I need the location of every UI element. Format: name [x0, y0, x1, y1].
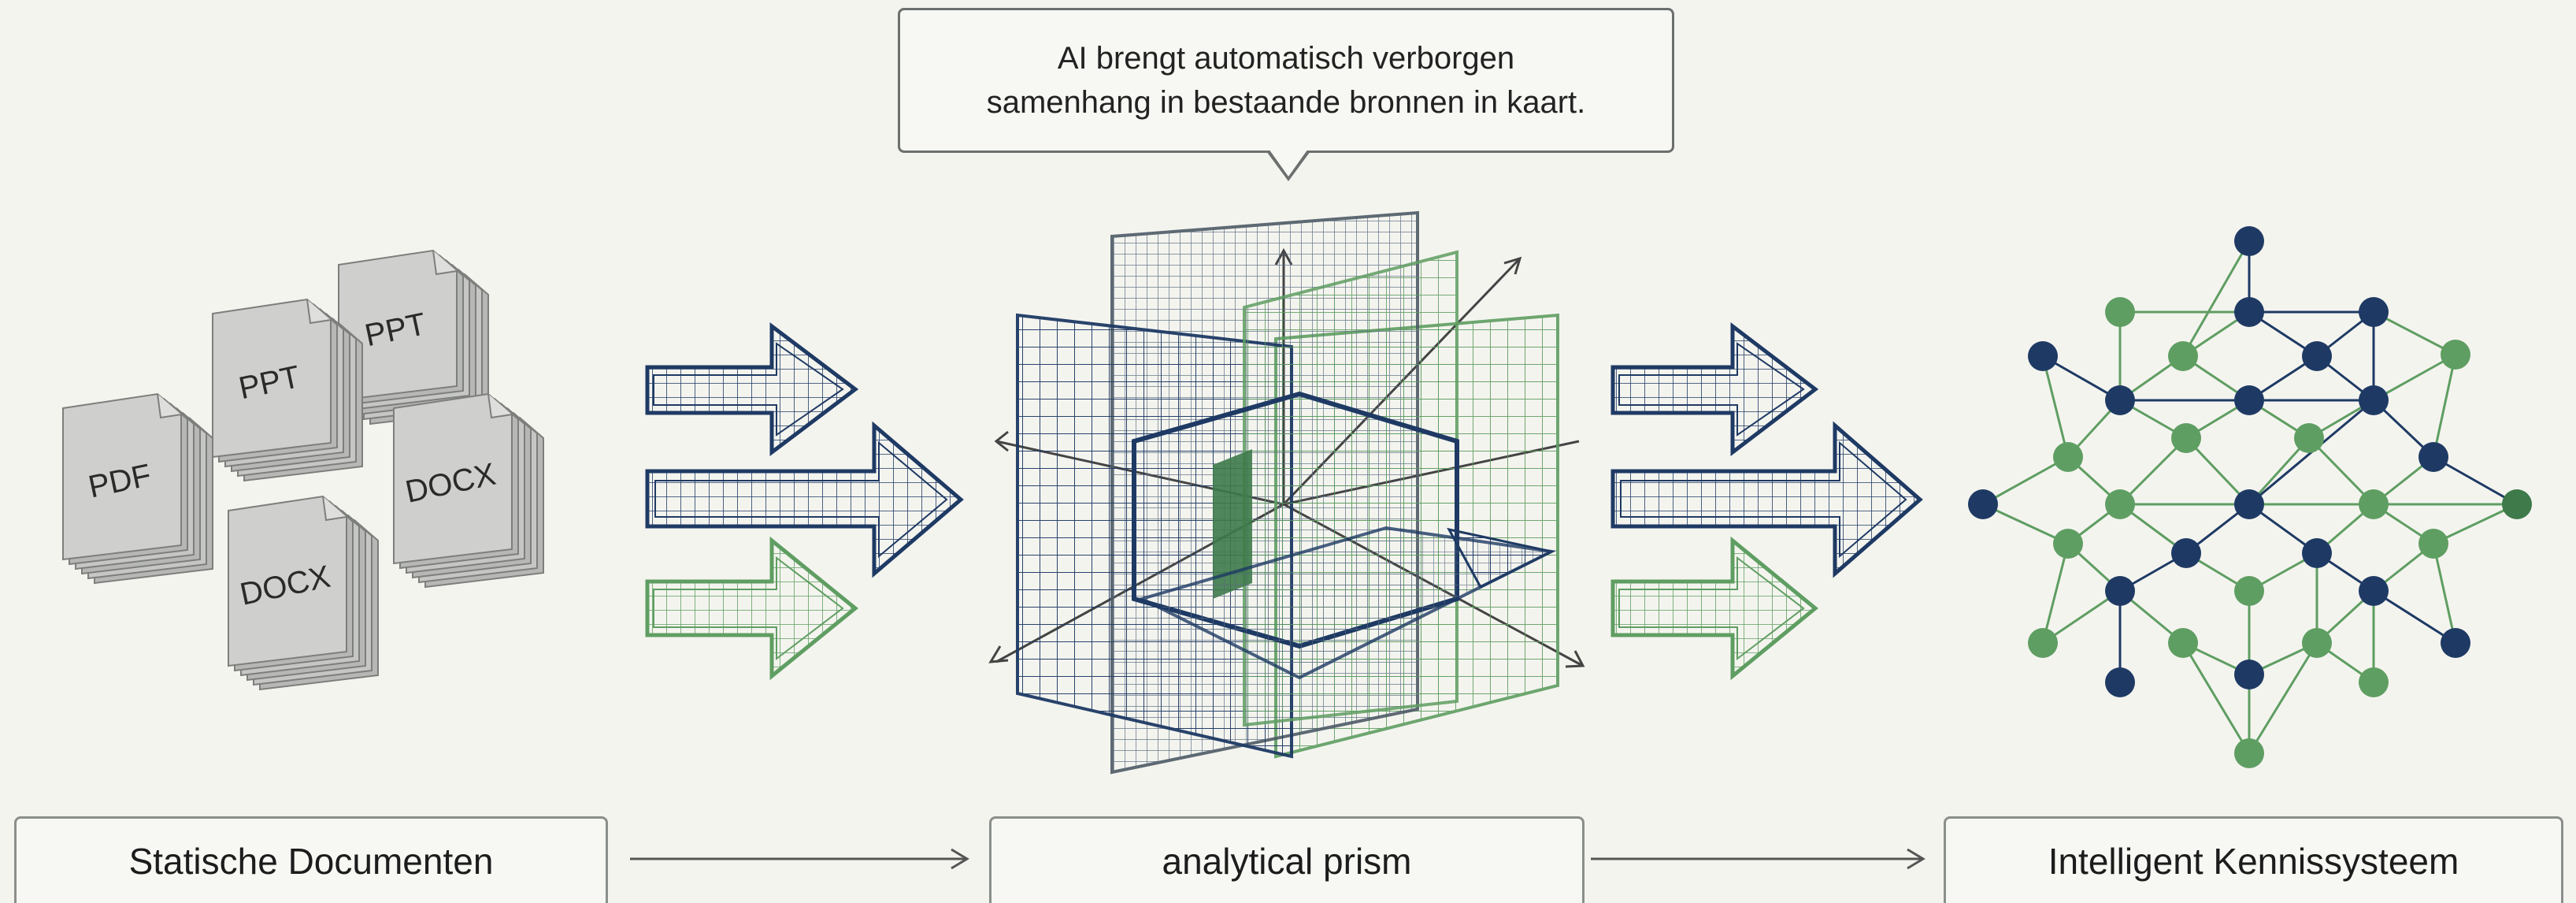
network-node	[2418, 529, 2448, 559]
network-node	[2105, 667, 2135, 697]
network-node	[2168, 628, 2198, 658]
document-fold-icon	[157, 393, 182, 419]
stage-flow-arrows	[630, 848, 1926, 870]
network-edge	[2181, 240, 2251, 357]
network-node	[2302, 628, 2332, 658]
network-edge	[2432, 543, 2457, 644]
network-node	[2171, 538, 2201, 568]
network-edge	[2181, 642, 2251, 754]
input-arrows	[645, 321, 964, 681]
network-node	[2359, 385, 2389, 415]
network-edge	[2041, 355, 2070, 458]
network-node	[2028, 341, 2058, 371]
document-fold-icon	[432, 250, 458, 276]
output-arrow-bottom-icon	[1610, 536, 1818, 681]
network-node	[2359, 297, 2389, 327]
network-node	[2302, 341, 2332, 371]
network-node	[2441, 340, 2470, 370]
stage-label-documents-text: Statische Documenten	[128, 840, 494, 882]
input-arrow-bottom-icon	[645, 536, 858, 681]
network-node	[2168, 341, 2198, 371]
callout-line-2: samenhang in bestaande bronnen in kaart.	[986, 85, 1586, 120]
flow-arrow-2-icon	[1591, 848, 1926, 870]
network-node	[1968, 489, 1998, 519]
output-arrow-middle-icon	[1610, 421, 1923, 578]
network-node	[2234, 226, 2264, 256]
network-node	[2359, 576, 2389, 606]
ai-callout: AI brengt automatisch verborgen samenhan…	[898, 8, 1674, 153]
network-node	[2359, 667, 2389, 697]
network-edge	[1982, 455, 2069, 506]
document-fold-icon	[306, 299, 332, 325]
network-node	[2234, 660, 2264, 689]
network-node	[2302, 538, 2332, 568]
network-edge	[2042, 589, 2121, 645]
document-stack-3: PDF	[62, 392, 213, 585]
document-sheet	[228, 495, 347, 667]
document-sheet	[62, 392, 182, 561]
stage-label-knowledge-system: Intelligent Kennissysteem	[1944, 816, 2563, 903]
document-sheet	[212, 298, 332, 459]
document-sheet	[393, 392, 513, 565]
document-fold-icon	[487, 393, 513, 419]
stage-label-documents: Statische Documenten	[14, 816, 608, 903]
output-arrows	[1610, 321, 1923, 681]
network-node	[2359, 489, 2389, 519]
network-node	[2105, 489, 2135, 519]
network-edge	[2373, 353, 2456, 402]
network-edge	[2433, 503, 2518, 545]
network-node	[2418, 442, 2448, 472]
network-node	[2105, 576, 2135, 606]
flow-arrow-1-icon	[630, 848, 969, 870]
network-edge	[2185, 437, 2251, 506]
callout-tail-fill	[1269, 149, 1308, 177]
network-edge	[1982, 503, 2069, 545]
network-node	[2105, 385, 2135, 415]
document-stack-5: DOCX	[228, 495, 379, 691]
network-node	[2234, 489, 2264, 519]
output-arrow-top-icon	[1610, 321, 1819, 457]
stage-label-prism-text: analytical prism	[1162, 840, 1412, 882]
network-node	[2234, 385, 2264, 415]
network-node	[2171, 423, 2201, 453]
network-edge	[2118, 437, 2188, 506]
network-edge	[2433, 455, 2518, 506]
network-edge	[2041, 543, 2070, 644]
network-node	[2053, 442, 2083, 472]
network-node	[2105, 297, 2135, 327]
input-arrow-middle-icon	[645, 421, 964, 578]
network-edge	[2373, 589, 2456, 645]
network-node	[2502, 489, 2532, 519]
network-node	[2441, 628, 2470, 658]
network-edge	[2432, 354, 2457, 458]
network-node	[2234, 297, 2264, 327]
network-edge	[2248, 642, 2318, 754]
stage-label-prism: analytical prism	[989, 816, 1585, 903]
network-node	[2234, 738, 2264, 768]
document-stack-2: PPT	[212, 298, 363, 482]
network-edge	[2373, 310, 2456, 356]
input-arrow-top-icon	[645, 321, 859, 457]
knowledge-network-graph	[1968, 226, 2532, 768]
network-node	[2234, 576, 2264, 606]
network-node	[2294, 423, 2324, 453]
network-node	[2028, 628, 2058, 658]
stage-label-knowledge-system-text: Intelligent Kennissysteem	[2048, 840, 2459, 882]
document-stack-1: PPT	[338, 249, 489, 425]
document-fold-icon	[322, 496, 347, 522]
analytical-prism-graphic	[988, 210, 1585, 775]
network-node	[2053, 529, 2083, 559]
document-stack-4: DOCX	[393, 392, 544, 589]
network-edge	[2307, 437, 2375, 506]
callout-line-1: AI brengt automatisch verborgen	[1057, 41, 1515, 76]
